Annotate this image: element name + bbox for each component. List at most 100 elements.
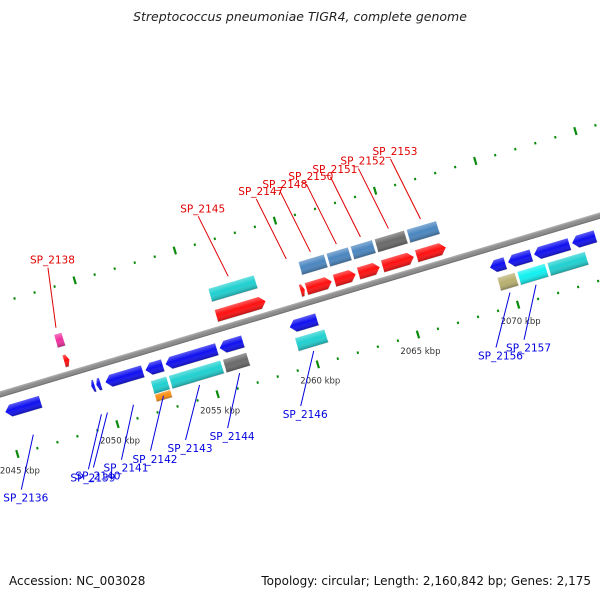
callout-line: [185, 384, 201, 441]
gene-sp-2157b-shade: [546, 251, 589, 277]
tick-minor-bottom: [536, 297, 540, 301]
gene-sp-2151-shade: [374, 230, 409, 253]
axis-tick-label: 2045 kbp: [0, 466, 40, 476]
tick-minor-top: [193, 243, 197, 247]
gene-sp-2146-shade: [289, 312, 320, 333]
gene-label-sp-2150: SP_2150: [288, 171, 333, 183]
tick-minor-top: [493, 153, 497, 157]
gene-sp-2157a-shade: [516, 263, 549, 286]
axis-tick-label: 2060 kbp: [300, 377, 340, 387]
tick-minor-bottom: [196, 398, 199, 402]
gene-sp-2150-shade: [332, 269, 357, 287]
tick-minor-top: [53, 285, 56, 288]
tick-minor-bottom: [176, 404, 179, 408]
tick-minor-bottom: [236, 387, 239, 390]
callout-line: [150, 395, 164, 451]
gene-sp-2152-shade: [406, 220, 441, 243]
genome-title: Streptococcus pneumoniae TIGR4, complete…: [133, 9, 467, 24]
tick-minor-bottom: [136, 416, 139, 420]
label-layer: 2045 kbp 2050 kbp 2055 kbp 2060 kbp 2065 kbp…: [0, 146, 551, 505]
tick-minor-top: [594, 123, 597, 127]
tick-minor-top: [453, 165, 457, 169]
gene-sp-2156-shade: [489, 256, 508, 273]
tick-major-bottom: [215, 390, 220, 399]
tick-minor-bottom: [396, 339, 400, 343]
tick-minor-bottom: [336, 357, 340, 361]
tick-minor-top: [513, 147, 517, 151]
gene-label-sp-2145: SP_2145: [180, 203, 225, 215]
tick-minor-top: [554, 135, 557, 139]
callout-line: [357, 168, 389, 229]
accession-text: Accession: NC_003028: [9, 574, 146, 588]
tick-minor-bottom: [256, 381, 259, 384]
tick-minor-top: [393, 183, 397, 187]
callout-line: [47, 267, 57, 328]
tick-minor-bottom: [436, 327, 440, 331]
gene-sp-2140-shade: [95, 377, 103, 391]
gene-sp-2143-shade: [165, 342, 220, 370]
tick-major-top: [72, 276, 77, 285]
gene-label-sp-2156: SP_2156: [478, 350, 523, 362]
tick-minor-top: [13, 297, 16, 300]
gene-sp-2148-shade: [304, 276, 333, 296]
gene-sp-2150-shade: [350, 239, 377, 260]
genome-summary-text: Topology: circular; Length: 2,160,842 bp…: [261, 574, 591, 588]
tick-minor-top: [533, 141, 537, 145]
tick-major-top: [473, 156, 478, 166]
callout-line: [329, 176, 361, 238]
axis-tick-label: 2065 kbp: [400, 347, 440, 357]
tick-minor-bottom: [296, 369, 300, 373]
tick-minor-top: [253, 225, 257, 229]
gene-label-sp-2148: SP_2148: [262, 179, 307, 191]
gene-label-sp-2138: SP_2138: [30, 255, 75, 267]
gene-sp-2142a-shade: [150, 376, 171, 395]
callout-line: [20, 434, 34, 490]
tick-major-bottom: [415, 330, 421, 339]
gene-sp-2142-shade: [145, 358, 165, 376]
gene-sp-2145-shade: [207, 274, 258, 303]
callout-line: [120, 404, 134, 460]
tick-major-top: [372, 186, 378, 195]
axis-tick-label: 2070 kbp: [501, 317, 541, 327]
gene-sp-2139-shade: [90, 379, 97, 393]
gene-sp-2151-shade: [356, 262, 381, 280]
callout-line: [227, 372, 241, 429]
gene-sp-2138-shade: [61, 354, 70, 368]
gene-sp-2156-shade: [496, 272, 519, 292]
gene-sp-2136-shade: [4, 395, 43, 417]
gene-label-sp-2141: SP_2141: [103, 463, 148, 475]
axis-tick-label: 2055 kbp: [200, 407, 240, 417]
gene-sp-2157b-shade: [533, 237, 572, 260]
tick-minor-top: [433, 171, 437, 175]
axis-tick-label: 2050 kbp: [100, 436, 140, 446]
gene-label-sp-2142: SP_2142: [132, 454, 177, 466]
callout-line: [305, 183, 337, 245]
gene-sp-2153-shade: [414, 242, 447, 263]
gene-label-sp-2152: SP_2152: [340, 156, 385, 168]
callout-line: [197, 216, 229, 277]
gene-label-sp-2136: SP_2136: [3, 493, 48, 505]
tick-minor-top: [113, 267, 116, 271]
tick-minor-bottom: [576, 285, 580, 289]
rotated-map-group: [0, 123, 600, 459]
tick-minor-bottom: [76, 434, 79, 438]
gene-label-sp-2157: SP_2157: [506, 343, 551, 355]
tick-minor-top: [333, 201, 337, 205]
tick-major-bottom: [115, 419, 120, 429]
tick-minor-top: [133, 261, 137, 265]
tick-minor-bottom: [276, 375, 280, 378]
tick-minor-top: [353, 195, 357, 199]
tick-major-bottom: [315, 360, 321, 369]
tick-minor-bottom: [156, 410, 159, 414]
tick-minor-bottom: [496, 309, 500, 313]
gene-label-sp-2147: SP_2147: [238, 186, 283, 198]
gene-label-sp-2140: SP_2140: [75, 470, 120, 482]
gene-sp-2147-shade: [298, 283, 306, 298]
tick-major-bottom: [15, 449, 20, 459]
gene-sp-2143-shade: [168, 360, 225, 389]
tick-minor-top: [413, 177, 417, 181]
gene-sp-2147-shade: [298, 254, 329, 276]
tick-minor-top: [313, 207, 317, 211]
tick-major-top: [573, 126, 578, 136]
gene-sp-2144-shade: [219, 335, 246, 353]
